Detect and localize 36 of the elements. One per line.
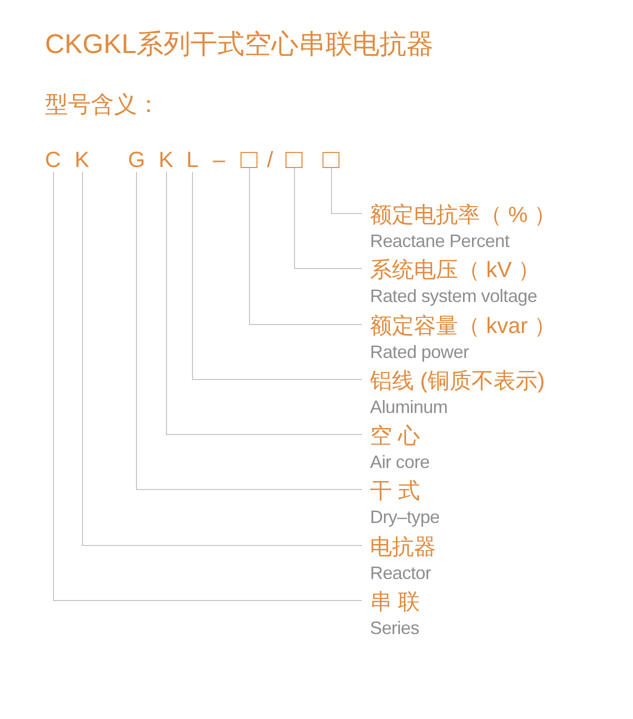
meaning-translation: Dry–type <box>370 506 440 529</box>
meaning-label: 电抗器 <box>370 534 436 560</box>
leader-line <box>82 172 362 546</box>
code-letter: C <box>45 148 61 172</box>
code-separator: / <box>266 148 274 172</box>
section-heading: 型号含义： <box>45 90 160 118</box>
meaning-translation: Reactane Percent <box>370 230 510 253</box>
code-letter: K <box>74 148 90 172</box>
meaning-label: 铝线 (铜质不表示) <box>370 368 545 394</box>
leader-line <box>136 172 362 490</box>
meaning-translation: Air core <box>370 451 430 474</box>
meaning-label: 额定容量（ kvar ） <box>370 313 556 339</box>
placeholder-square <box>286 152 302 168</box>
meaning-translation: Rated system voltage <box>370 285 538 308</box>
leader-line <box>192 172 362 380</box>
diagram-title: CKGKL系列干式空心串联电抗器 <box>45 28 434 60</box>
meaning-label: 额定电抗率（ % ） <box>370 202 556 228</box>
leader-line <box>53 172 362 601</box>
leader-line <box>331 168 362 214</box>
leader-line <box>249 168 362 325</box>
placeholder-square <box>322 152 340 168</box>
leader-line <box>294 168 362 269</box>
code-separator: – <box>212 148 226 172</box>
code-letter: L <box>186 148 199 172</box>
meaning-translation: Aluminum <box>370 396 448 419</box>
code-letter: K <box>158 148 174 172</box>
meaning-label: 空 心 <box>370 423 420 449</box>
meaning-label: 串 联 <box>370 589 420 615</box>
meaning-translation: Series <box>370 617 420 640</box>
meaning-label: 干 式 <box>370 478 420 504</box>
meaning-translation: Rated power <box>370 341 469 364</box>
meaning-label: 系统电压（ kV ） <box>370 257 540 283</box>
leader-line <box>166 172 362 435</box>
code-letter: G <box>128 148 146 172</box>
meaning-translation: Reactor <box>370 562 431 585</box>
placeholder-square <box>240 152 258 168</box>
